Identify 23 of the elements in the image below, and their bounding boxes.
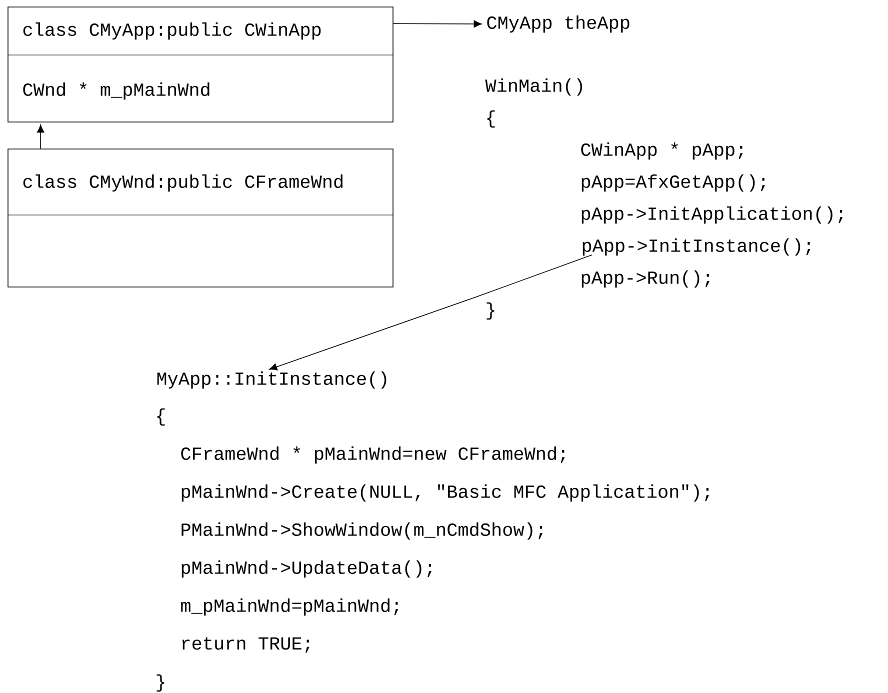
arrow: [269, 254, 592, 370]
code-line: m_pMainWnd=pMainWnd;: [181, 598, 398, 616]
code-line: WinMain(): [485, 78, 582, 96]
code-line: pApp->Run();: [582, 270, 710, 288]
arrow: [36, 124, 44, 149]
code-line: {: [487, 110, 495, 128]
code-line: {: [157, 408, 165, 426]
code-line: CFrameWnd * pMainWnd=new CFrameWnd;: [181, 446, 565, 464]
code-line: }: [486, 302, 494, 320]
class-box: class CMyApp:public CWinApp CWnd * m_pMainWnd: [8, 6, 394, 122]
code-line: CMyApp theApp: [487, 15, 630, 33]
class-box: class CMyWnd:public CFrameWnd: [8, 148, 394, 288]
code-line: MyApp::InitInstance(): [157, 371, 386, 389]
code-line: CWinApp * pApp;: [581, 142, 743, 160]
code-line: pApp->InitInstance();: [582, 238, 810, 256]
code-line: pApp->InitApplication();: [582, 206, 843, 224]
code-line: return TRUE;: [182, 637, 310, 653]
code-line: }: [156, 674, 164, 692]
code-line: pMainWnd->UpdateData();: [182, 560, 432, 578]
code-line: pMainWnd->Create(NULL, "Basic MFC Application");: [182, 484, 709, 502]
code-line: pApp=AfxGetApp();: [582, 174, 765, 192]
code-line: PMainWnd->ShowWindow(m_nCmdShow);: [182, 522, 542, 540]
arrow: [393, 20, 482, 28]
